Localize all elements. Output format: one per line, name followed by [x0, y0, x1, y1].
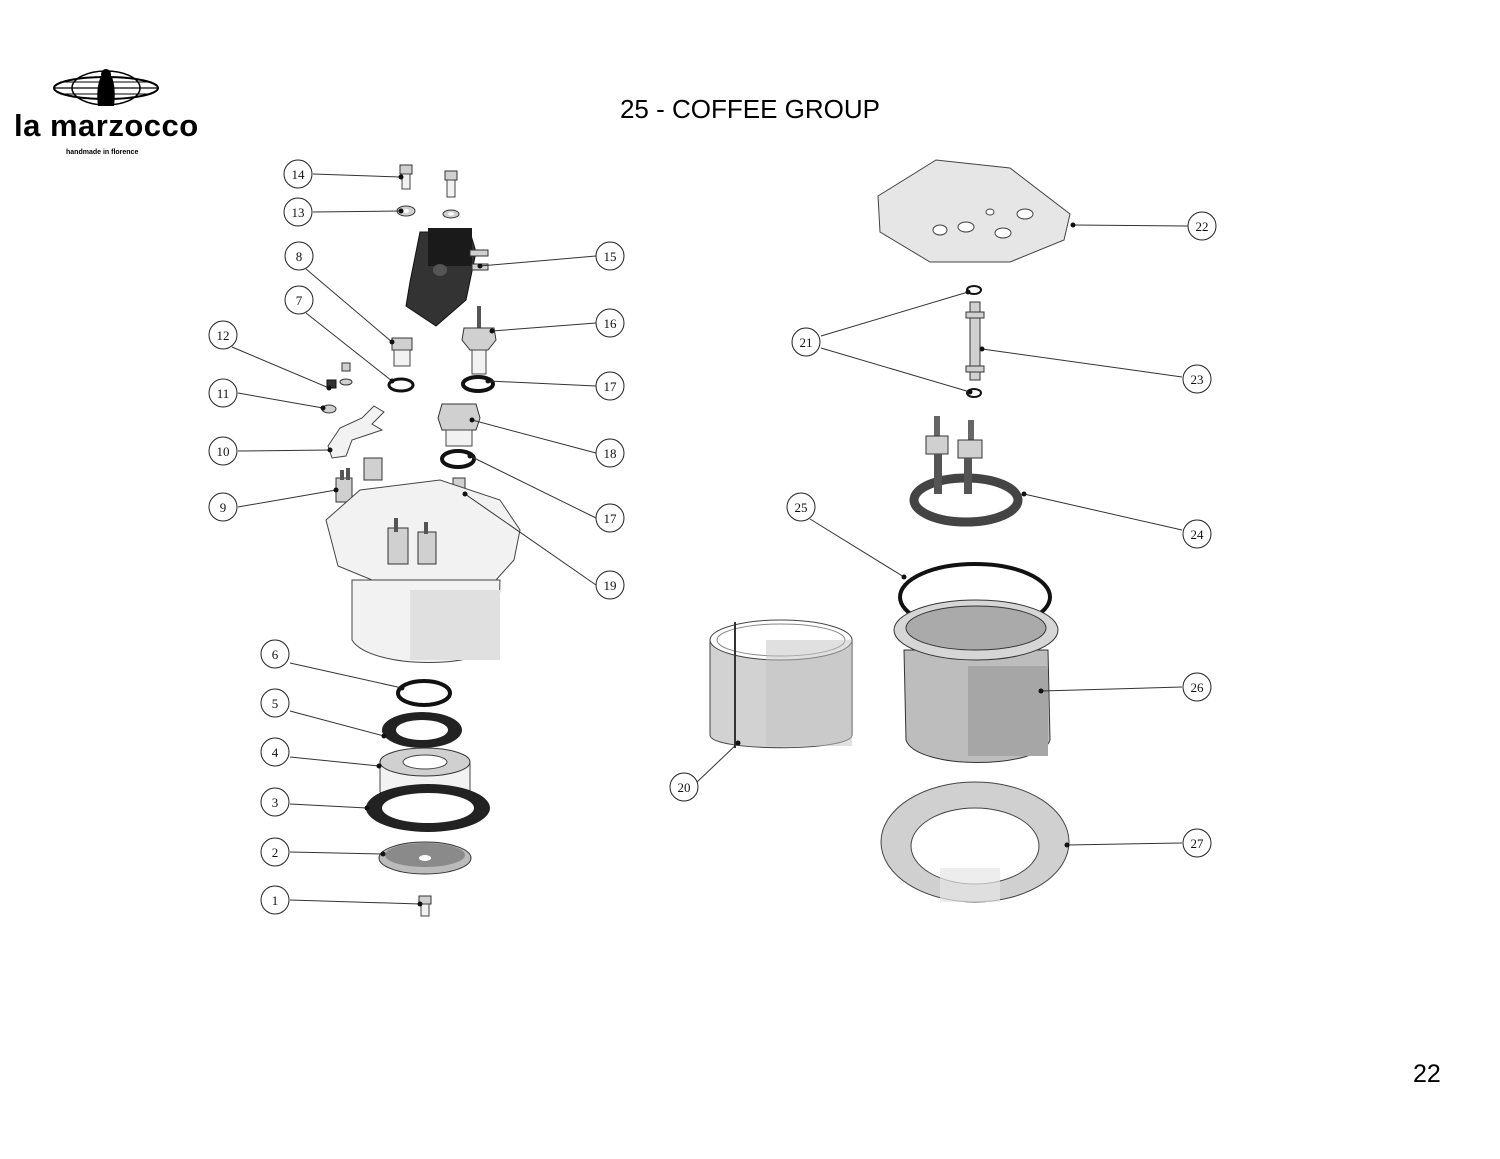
part-23-pin	[965, 301, 985, 381]
part-7-washer	[387, 377, 415, 393]
callout-23-label: 23	[1191, 372, 1204, 387]
callout-13-label: 13	[292, 205, 305, 220]
callout-3: 3	[260, 787, 290, 817]
callout-16: 16	[595, 308, 625, 338]
page-number: 22	[1413, 1060, 1441, 1088]
globe-lion-emblem-icon	[53, 69, 159, 106]
brand-name: la marzocco	[14, 108, 199, 143]
group-head-body	[325, 479, 521, 663]
callout-12-label: 12	[217, 328, 230, 343]
callout-16-label: 16	[604, 316, 618, 331]
part-27-bayonet-ring	[880, 781, 1070, 903]
callout-27: 27	[1182, 828, 1212, 858]
callout-9: 9	[208, 492, 238, 522]
part-22-top-plate	[877, 159, 1071, 263]
callout-4: 4	[260, 737, 290, 767]
callout-8: 8	[284, 241, 314, 271]
callout-1-label: 1	[272, 893, 279, 908]
part-8-nut	[391, 337, 413, 367]
callout-12: 12	[208, 320, 238, 350]
callout-19: 19	[595, 570, 625, 600]
brand-tagline: handmade in florence	[66, 149, 139, 156]
callout-2: 2	[260, 837, 290, 867]
callout-18: 18	[595, 438, 625, 468]
part-3-gasket	[366, 784, 490, 832]
part-6-gasket	[396, 679, 452, 707]
callout-27-label: 27	[1191, 836, 1205, 851]
page-title: 25 - COFFEE GROUP	[619, 94, 881, 124]
callout-22: 22	[1187, 211, 1217, 241]
callout-18-label: 18	[604, 446, 617, 461]
callout-11-label: 11	[217, 386, 230, 401]
callout-6-label: 6	[272, 647, 279, 662]
callout-11: 11	[208, 378, 238, 408]
callout-17-lower: 17	[595, 503, 625, 533]
callout-17-lower-label: 17	[604, 511, 618, 526]
callout-2-label: 2	[272, 845, 279, 860]
part-9-terminal	[335, 457, 383, 503]
part-16-valve-fitting	[461, 306, 497, 375]
part-18-boiler-fitting	[437, 403, 481, 447]
part-1-screw	[418, 895, 432, 917]
part-13-washer	[396, 205, 460, 219]
callout-25-label: 25	[795, 500, 808, 515]
callout-5-label: 5	[272, 696, 279, 711]
callout-25: 25	[786, 492, 816, 522]
part-2-shower-screen	[378, 841, 472, 875]
callout-7-label: 7	[296, 293, 303, 308]
callout-23: 23	[1182, 364, 1212, 394]
part-24-heating-element	[909, 416, 1023, 527]
callout-8-label: 8	[296, 249, 303, 264]
callout-4-label: 4	[272, 745, 279, 760]
callout-24: 24	[1182, 519, 1212, 549]
callout-21: 21	[791, 327, 821, 357]
callout-26: 26	[1182, 672, 1212, 702]
callout-26-label: 26	[1191, 680, 1205, 695]
la-marzocco-logo	[53, 69, 159, 106]
part-11-washer	[321, 378, 353, 414]
callout-19-label: 19	[604, 578, 617, 593]
callout-17-upper: 17	[595, 371, 625, 401]
callout-9-label: 9	[220, 500, 227, 515]
callout-21-label: 21	[800, 335, 813, 350]
leader-dots	[320, 174, 1076, 907]
callout-14: 14	[283, 159, 313, 189]
callout-6: 6	[260, 639, 290, 669]
callout-10-label: 10	[217, 444, 230, 459]
callout-10: 10	[208, 436, 238, 466]
part-20-sleeve	[709, 619, 853, 749]
callout-13: 13	[283, 197, 313, 227]
callout-14-label: 14	[292, 167, 306, 182]
part-17-o-ring-lower	[440, 449, 476, 469]
part-15-solenoid-coil	[405, 228, 489, 327]
callout-20-label: 20	[678, 780, 691, 795]
part-5-ring	[382, 712, 462, 748]
callout-24-label: 24	[1191, 527, 1205, 542]
callout-1: 1	[260, 885, 290, 915]
callout-3-label: 3	[272, 795, 279, 810]
callout-15-label: 15	[604, 249, 617, 264]
callout-5: 5	[260, 688, 290, 718]
part-26-group-body	[893, 599, 1059, 763]
callout-22-label: 22	[1196, 219, 1209, 234]
leader-lines	[231, 173, 1189, 905]
part-14-screw	[399, 164, 458, 198]
callout-20: 20	[669, 772, 699, 802]
part-17-o-ring-upper	[461, 375, 495, 393]
callout-15: 15	[595, 241, 625, 271]
callout-17-upper-label: 17	[604, 379, 618, 394]
part-10-bracket	[327, 405, 385, 459]
callout-7: 7	[284, 285, 314, 315]
